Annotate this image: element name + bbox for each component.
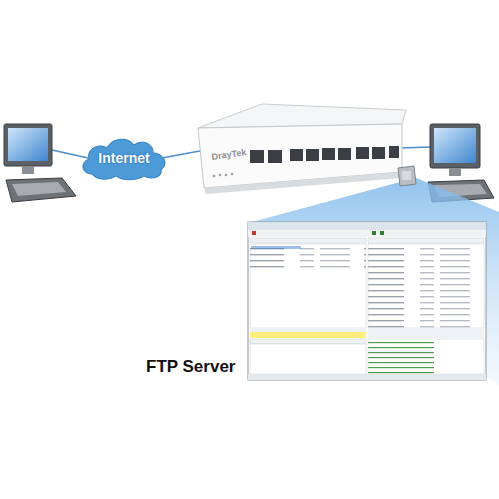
ftp-client-screenshot [248,222,486,380]
node-label: Internet [98,150,149,166]
router-device [198,104,406,194]
cloud-node: Internet [78,134,170,182]
computer-icon [4,124,76,202]
router-led [213,173,234,178]
caption-label: FTP Server [146,357,235,377]
router-port [250,146,399,163]
usb-stick [398,166,416,186]
cloud-outline [83,139,165,179]
